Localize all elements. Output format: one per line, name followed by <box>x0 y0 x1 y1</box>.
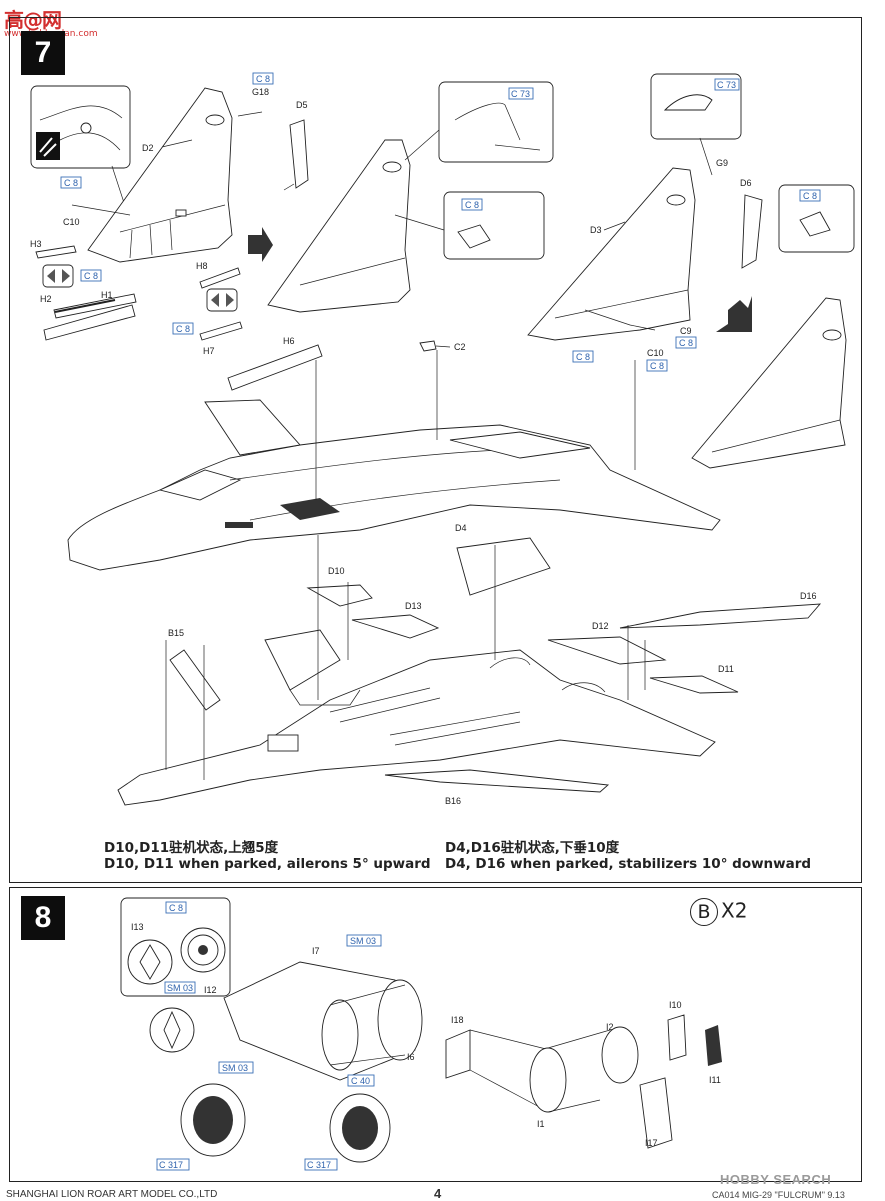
arrow-diagonal <box>716 296 752 332</box>
tail-finished <box>691 297 847 469</box>
label-d5: D5 <box>296 100 308 110</box>
label-c10: C10 <box>63 217 80 227</box>
label-h8: H8 <box>196 261 208 271</box>
svg-text:SM 03: SM 03 <box>350 936 376 946</box>
tail-assembled <box>267 139 411 313</box>
svg-text:C 8: C 8 <box>465 200 479 210</box>
tag-sm03-b: SM 03 <box>346 934 382 947</box>
fuselage-upper <box>67 399 721 571</box>
tag-c8-g: C 8 <box>572 350 594 363</box>
step8-number: 8 <box>21 896 65 940</box>
svg-text:C 73: C 73 <box>511 89 530 99</box>
tag-sm03-c: SM 03 <box>218 1061 254 1074</box>
label-b16: B16 <box>445 796 461 806</box>
tag-c8-a: C 8 <box>252 72 274 85</box>
label-c2: C2 <box>454 342 466 352</box>
fuselage-lower <box>117 629 716 806</box>
label-i13: I13 <box>131 922 144 932</box>
label-h6: H6 <box>283 336 295 346</box>
tag-c8-d: C 8 <box>172 322 194 335</box>
svg-text:C 317: C 317 <box>307 1160 331 1170</box>
label-d11: D11 <box>718 664 734 674</box>
step7-frame <box>9 17 862 883</box>
svg-text:C 8: C 8 <box>256 74 270 84</box>
label-h7: H7 <box>203 346 215 356</box>
caption-left-cn: D10,D11驻机状态,上翘5度 <box>104 840 279 856</box>
tag-c8-i: C 8 <box>646 359 668 372</box>
tag-c73-a: C 73 <box>508 87 534 100</box>
label-d13: D13 <box>405 601 422 611</box>
tag-c8-j: C 8 <box>165 901 187 914</box>
tag-c8-f: C 8 <box>799 189 821 202</box>
symmetric-icon-1 <box>42 264 74 288</box>
tag-c8-e: C 8 <box>461 198 483 211</box>
svg-text:C 8: C 8 <box>679 338 693 348</box>
tag-c73-b: C 73 <box>714 78 740 91</box>
label-g9: G9 <box>716 158 728 168</box>
label-i12: I12 <box>204 985 217 995</box>
label-d10: D10 <box>328 566 345 576</box>
footer-company: SHANGHAI LION ROAR ART MODEL CO.,LTD <box>6 1189 218 1200</box>
label-i18: I18 <box>451 1015 464 1025</box>
svg-text:C 8: C 8 <box>84 271 98 281</box>
symmetric-icon-2 <box>206 288 238 312</box>
part-tree-b-icon: B <box>690 898 718 926</box>
label-d3: D3 <box>590 225 602 235</box>
label-d16: D16 <box>800 591 817 601</box>
svg-text:C 8: C 8 <box>576 352 590 362</box>
label-d12: D12 <box>592 621 609 631</box>
svg-text:SM 03: SM 03 <box>222 1063 248 1073</box>
tag-c317-b: C 317 <box>304 1158 338 1171</box>
label-h3: H3 <box>30 239 42 249</box>
detail-bubble-c73-a <box>438 81 554 163</box>
label-c10-b: C10 <box>647 348 664 358</box>
label-d6: D6 <box>740 178 752 188</box>
caption-left-en: D10, D11 when parked, ailerons 5° upward <box>104 856 431 872</box>
tag-c40: C 40 <box>347 1074 375 1087</box>
svg-text:C 8: C 8 <box>169 903 183 913</box>
label-h2: H2 <box>40 294 52 304</box>
svg-text:C 8: C 8 <box>803 191 817 201</box>
tag-c317-a: C 317 <box>156 1158 190 1171</box>
label-c9: C9 <box>680 326 692 336</box>
tag-c8-h: C 8 <box>675 336 697 349</box>
page-number: 4 <box>434 1186 442 1201</box>
svg-text:SM 03: SM 03 <box>167 983 193 993</box>
hobby-search-watermark: HOBBY SEARCH <box>720 1172 832 1187</box>
tag-sm03-a: SM 03 <box>164 981 196 994</box>
label-i10: I10 <box>669 1000 682 1010</box>
caption-right-cn: D4,D16驻机状态,下垂10度 <box>445 840 620 856</box>
svg-text:C 317: C 317 <box>159 1160 183 1170</box>
label-i17: I17 <box>645 1138 658 1148</box>
svg-text:C 8: C 8 <box>64 178 78 188</box>
label-b15: B15 <box>168 628 184 638</box>
tag-c8-b: C 8 <box>60 176 82 189</box>
label-d2: D2 <box>142 143 154 153</box>
svg-text:C 8: C 8 <box>176 324 190 334</box>
label-i6: I6 <box>407 1052 415 1062</box>
step8-frame <box>9 887 862 1182</box>
svg-text:C 40: C 40 <box>351 1076 370 1086</box>
footer-product: CA014 MIG-29 "FULCRUM" 9.13 <box>712 1190 845 1200</box>
label-i1: I1 <box>537 1119 545 1129</box>
tail-d3 <box>527 167 696 341</box>
tail-d2 <box>87 87 233 263</box>
label-i2: I2 <box>606 1022 614 1032</box>
step7-number: 7 <box>21 31 65 75</box>
label-g18: G18 <box>252 87 269 97</box>
detail-bubble-canopy <box>30 85 131 216</box>
tag-c8-c: C 8 <box>80 269 102 282</box>
label-i7: I7 <box>312 946 320 956</box>
svg-text:C 73: C 73 <box>717 80 736 90</box>
label-h1: H1 <box>101 290 113 300</box>
label-i11: I11 <box>709 1075 721 1085</box>
label-d4: D4 <box>455 523 467 533</box>
svg-text:C 8: C 8 <box>650 361 664 371</box>
caption-right-en: D4, D16 when parked, stabilizers 10° dow… <box>445 856 812 872</box>
arrow-right-1 <box>248 227 273 262</box>
